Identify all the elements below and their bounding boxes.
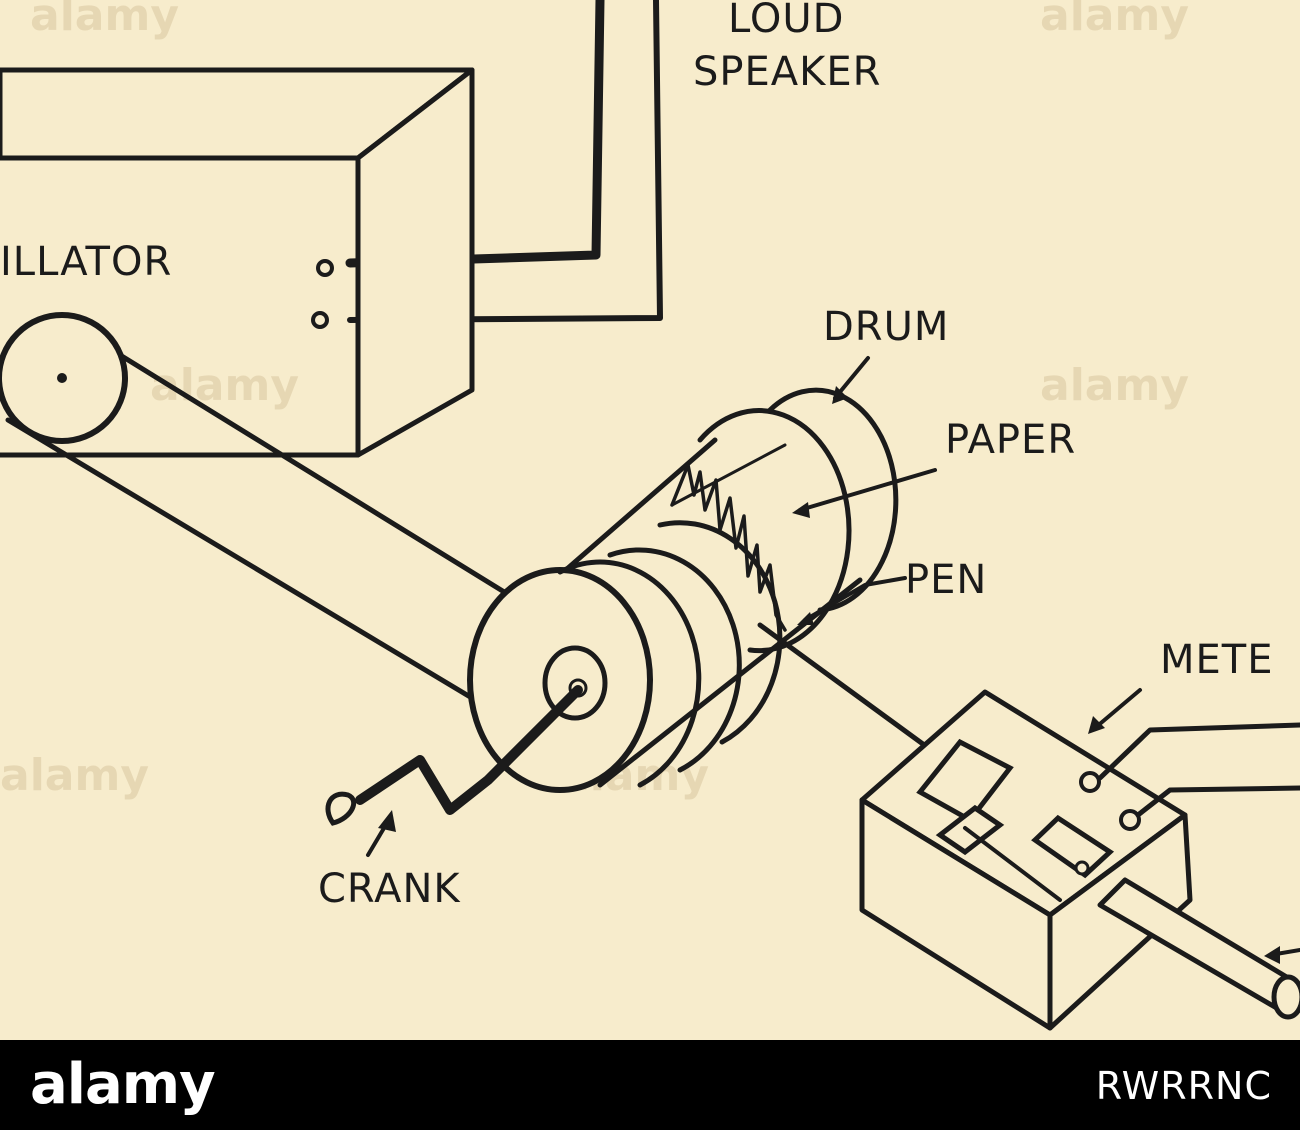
oscillator-terminal-lower xyxy=(311,311,329,329)
pen-label: PEN xyxy=(905,557,987,603)
oscillator-label: ILLATOR xyxy=(0,239,172,285)
paper-edge-line xyxy=(670,443,787,507)
footer-bar: alamy RWRRNC xyxy=(0,1040,1300,1130)
meter-window xyxy=(916,738,1014,824)
drum-band-1 xyxy=(557,559,702,788)
meter-wire-lower xyxy=(1135,785,1300,818)
drum-band-2 xyxy=(607,547,742,773)
crank-handle xyxy=(355,685,583,815)
meter-handle-end xyxy=(1271,974,1300,1020)
drum-outline-top xyxy=(557,437,718,578)
meter-needle xyxy=(963,826,1062,902)
paper-arrowhead xyxy=(792,502,810,518)
meter-arm xyxy=(1031,814,1115,879)
crank-arrowhead xyxy=(378,810,396,832)
handle-arrowhead xyxy=(1264,946,1280,964)
pen-arrowhead xyxy=(797,612,814,625)
meter-terminal-lower xyxy=(1119,809,1141,831)
meter-terminal-upper xyxy=(1079,771,1101,793)
watermark: alamy xyxy=(30,0,179,41)
oscillator-terminal-upper xyxy=(316,259,334,277)
drum-arrowhead xyxy=(832,386,848,404)
meter-side-face xyxy=(1047,812,1193,1031)
loudspeaker-label-line-1: LOUD xyxy=(728,0,844,42)
meter-label: METE xyxy=(1160,637,1274,683)
drive-belt-upper xyxy=(57,315,585,643)
meter-arrow-shaft xyxy=(1093,688,1142,730)
alamy-logo: alamy xyxy=(30,1052,216,1117)
meter-handle xyxy=(1097,877,1300,1013)
drive-belt-lower xyxy=(5,417,525,731)
paper-arrow-shaft xyxy=(798,468,937,512)
pen-arrow-shaft xyxy=(803,576,907,622)
crank-label: CRANK xyxy=(318,866,461,912)
image-id: RWRRNC xyxy=(1095,1064,1272,1108)
watermark: alamy xyxy=(1040,360,1189,411)
meter-arrowhead xyxy=(1088,716,1105,734)
watermark: alamy xyxy=(1040,0,1189,41)
drum-band-far xyxy=(767,387,899,613)
oscillator-front-face xyxy=(0,155,361,458)
drum-label: DRUM xyxy=(823,304,949,350)
meter-pivot xyxy=(1074,860,1090,876)
watermark: alamy xyxy=(150,360,299,411)
loudspeaker-label-line-2: SPEAKER xyxy=(693,49,881,95)
apparatus-diagram: alamy alamy alamy alamy alamy alamy ILLA… xyxy=(0,0,1300,1040)
drum-far-edge xyxy=(697,408,852,654)
watermark: alamy xyxy=(0,750,149,801)
meter-wire-upper xyxy=(1097,722,1300,781)
crank-knob xyxy=(325,791,357,826)
pulley-axle xyxy=(57,373,67,383)
paper-label: PAPER xyxy=(945,417,1076,463)
paper-trace xyxy=(670,463,787,632)
